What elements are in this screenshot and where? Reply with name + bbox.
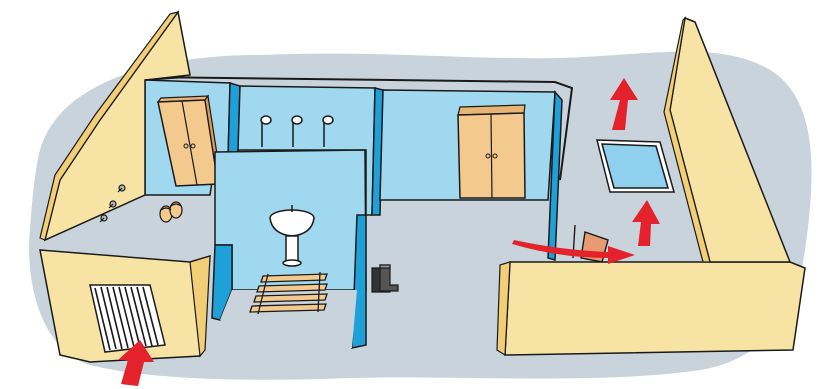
locker-cabinet-icon — [458, 105, 525, 198]
front-right-wall — [505, 262, 805, 355]
